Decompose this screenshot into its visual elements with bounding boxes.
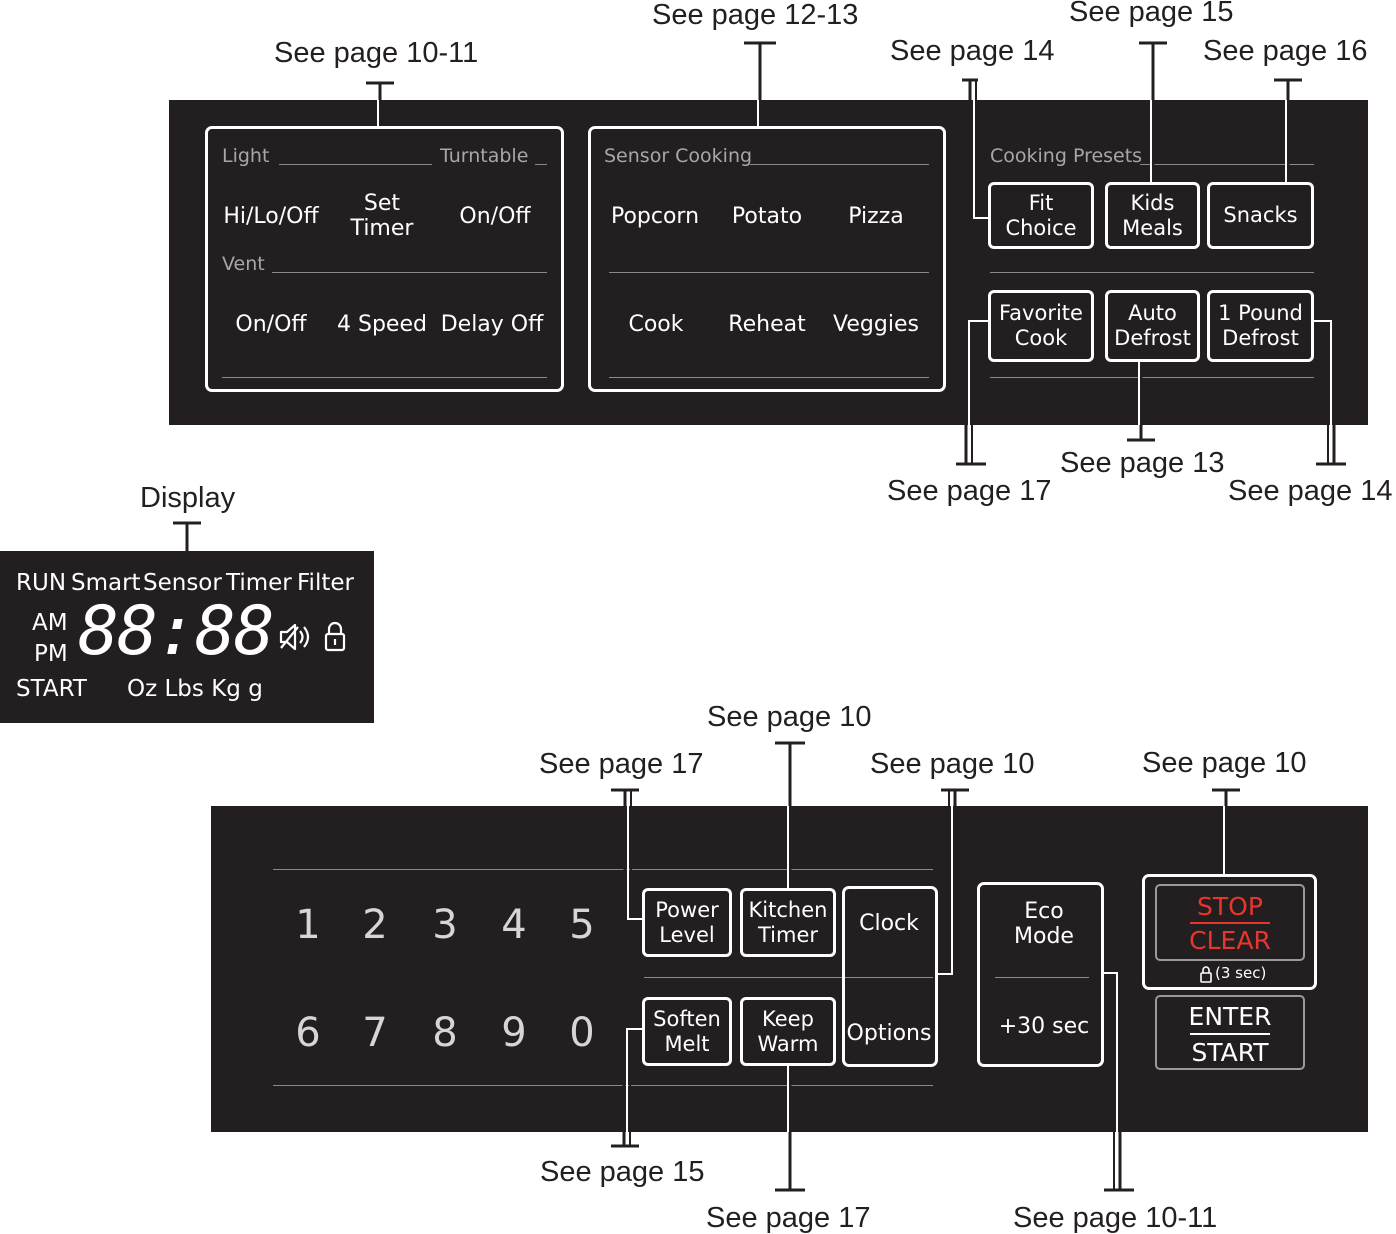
callout-snacks: See page 16: [1203, 35, 1368, 67]
key-1[interactable]: 1: [295, 902, 321, 948]
clock-button[interactable]: Clock: [859, 911, 919, 936]
key-0[interactable]: 0: [569, 1010, 595, 1056]
callout-kitchen-timer: See page 10: [707, 701, 872, 733]
reheat-button[interactable]: Reheat: [728, 312, 806, 337]
eco-mode-button[interactable]: Eco Mode: [1014, 899, 1074, 949]
snacks-button[interactable]: Snacks: [1207, 182, 1314, 249]
key-3[interactable]: 3: [432, 902, 458, 948]
sensor-cook-button[interactable]: Cook: [628, 312, 684, 337]
kitchen-timer-button[interactable]: Kitchen Timer: [740, 888, 836, 957]
enter-start-button[interactable]: [1155, 995, 1305, 1070]
turntable-label: Turntable: [440, 145, 529, 167]
display-digits: 88:88: [78, 592, 275, 671]
vent-label: Vent: [222, 253, 265, 275]
display-filter: Filter: [297, 570, 354, 596]
key-5[interactable]: 5: [569, 902, 595, 948]
callout-display: Display: [140, 482, 236, 514]
speaker-mute-icon: [279, 623, 310, 651]
callout-auto-defrost: See page 13: [1060, 447, 1225, 479]
clock-options-group: [842, 886, 938, 1067]
display-start: START: [16, 676, 87, 702]
stop-clear-outer: [1142, 874, 1317, 990]
key-2[interactable]: 2: [362, 902, 388, 948]
display-run: RUN: [16, 570, 67, 596]
cooking-presets-label: Cooking Presets: [990, 145, 1143, 167]
key-9[interactable]: 9: [501, 1010, 527, 1056]
light-label: Light: [222, 145, 270, 167]
lock-hint: (3 sec): [1215, 964, 1267, 982]
callout-fit-choice: See page 14: [890, 35, 1055, 67]
four-speed-button[interactable]: 4 Speed: [337, 312, 427, 337]
callout-light-vent: See page 10-11: [274, 37, 479, 69]
key-6[interactable]: 6: [295, 1010, 321, 1056]
callout-eco-mode: See page 10-11: [1013, 1202, 1218, 1234]
stop-clear-button[interactable]: [1155, 884, 1305, 961]
callout-kids-meals: See page 15: [1069, 0, 1234, 28]
popcorn-button[interactable]: Popcorn: [610, 204, 700, 229]
lock-icon: [324, 621, 346, 652]
callout-keep-warm: See page 17: [706, 1202, 871, 1234]
light-vent-group: [205, 126, 564, 392]
display-panel: [0, 551, 374, 723]
potato-button[interactable]: Potato: [731, 204, 803, 229]
top-leader-lines: [366, 41, 1346, 466]
callout-one-pound-defrost: See page 14: [1228, 475, 1393, 507]
key-4[interactable]: 4: [501, 902, 527, 948]
power-level-button[interactable]: Power Level: [642, 888, 732, 957]
callout-soften-melt: See page 15: [540, 1156, 705, 1188]
key-8[interactable]: 8: [432, 1010, 458, 1056]
hi-lo-off-button[interactable]: Hi/Lo/Off: [223, 204, 319, 229]
favorite-cook-button[interactable]: Favorite Cook: [988, 290, 1094, 362]
clear-label: CLEAR: [1189, 926, 1271, 955]
bottom-leader-lines: [611, 741, 1240, 1192]
keep-warm-button[interactable]: Keep Warm: [740, 997, 836, 1066]
auto-defrost-button[interactable]: Auto Defrost: [1105, 290, 1200, 362]
fit-choice-button[interactable]: Fit Choice: [988, 182, 1094, 249]
display-timer: Timer: [226, 570, 292, 596]
veggies-button[interactable]: Veggies: [833, 312, 919, 337]
display-am: AM: [32, 610, 68, 636]
plus-30-sec-button[interactable]: +30 sec: [998, 1014, 1090, 1039]
delay-off-button[interactable]: Delay Off: [440, 312, 544, 337]
start-label: START: [1191, 1038, 1269, 1067]
display-smart: Smart: [71, 570, 141, 596]
sensor-cooking-label: Sensor Cooking: [604, 145, 753, 167]
callout-clock-options: See page 10: [870, 748, 1035, 780]
callout-power-level: See page 17: [539, 748, 704, 780]
display-units: Oz Lbs Kg g: [127, 676, 263, 702]
pizza-button[interactable]: Pizza: [848, 204, 904, 229]
eco-mode-group: [977, 882, 1104, 1067]
small-lock-icon: [1200, 966, 1212, 983]
callout-sensor-cooking: See page 12-13: [652, 0, 859, 31]
vent-on-off-button[interactable]: On/Off: [235, 312, 307, 337]
enter-label: ENTER: [1188, 1002, 1272, 1031]
options-button[interactable]: Options: [846, 1021, 932, 1046]
callout-stop-clear: See page 10: [1142, 747, 1307, 779]
display-pm: PM: [34, 641, 68, 667]
stop-label: STOP: [1197, 892, 1263, 921]
set-timer-button[interactable]: Set Timer: [350, 191, 414, 241]
sensor-cooking-group: [588, 126, 946, 392]
soften-melt-button[interactable]: Soften Melt: [642, 997, 732, 1066]
display-sensor: Sensor: [143, 570, 222, 596]
kids-meals-button[interactable]: Kids Meals: [1105, 182, 1200, 249]
turntable-on-off-button[interactable]: On/Off: [459, 204, 531, 229]
callout-favorite-cook: See page 17: [887, 475, 1052, 507]
key-7[interactable]: 7: [362, 1010, 388, 1056]
top-control-panel: [169, 100, 1368, 425]
one-pound-defrost-button[interactable]: 1 Pound Defrost: [1207, 290, 1314, 362]
